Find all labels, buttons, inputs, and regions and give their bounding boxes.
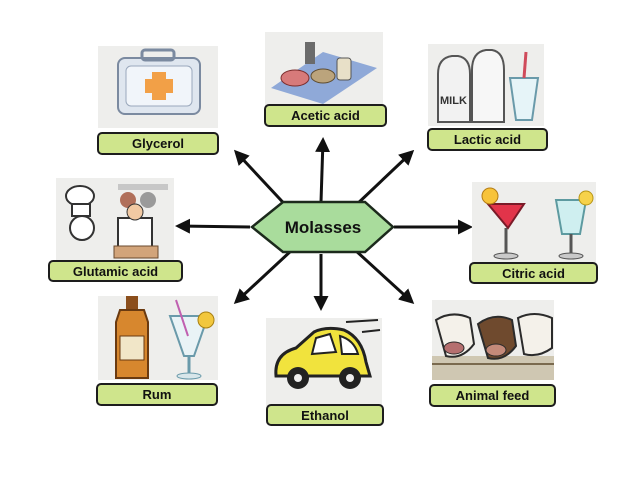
citric-clipart [472, 182, 596, 264]
cocktail-glasses-icon [481, 187, 594, 260]
svg-text:MILK: MILK [440, 95, 467, 107]
molasses-node [250, 200, 395, 254]
glutamic-clipart [56, 178, 174, 262]
label-animal-feed: Animal feed [429, 384, 556, 407]
ethanol-clipart [266, 318, 382, 406]
bottle-and-glass-icon [115, 296, 215, 380]
arrow-rum [233, 248, 294, 305]
lactic-clipart: MILK [428, 44, 544, 126]
label-glutamic-acid: Glutamic acid [48, 260, 183, 282]
label-acetic-acid: Acetic acid [264, 104, 387, 127]
label-glycerol: Glycerol [97, 132, 219, 155]
arrow-animal [353, 248, 415, 305]
animal-feed-clipart [432, 300, 554, 380]
chef-icon [65, 184, 168, 259]
cattle-icon [432, 313, 554, 380]
arrow-acetic [315, 137, 331, 203]
molasses-label: Molasses [285, 218, 362, 237]
glycerol-clipart [98, 46, 218, 128]
first-aid-kit-icon [117, 48, 201, 115]
label-rum: Rum [96, 383, 218, 406]
food-ingredients-icon [271, 42, 377, 104]
label-ethanol: Ethanol [266, 404, 384, 426]
arrow-glutamic [175, 218, 251, 234]
car-icon [274, 319, 381, 389]
label-lactic-acid: Lactic acid [427, 128, 548, 151]
acetic-clipart [265, 32, 383, 106]
milk-bottles-icon: MILK [437, 49, 540, 123]
label-citric-acid: Citric acid [469, 262, 598, 284]
rum-clipart [98, 296, 218, 380]
arrow-lactic [353, 149, 415, 208]
